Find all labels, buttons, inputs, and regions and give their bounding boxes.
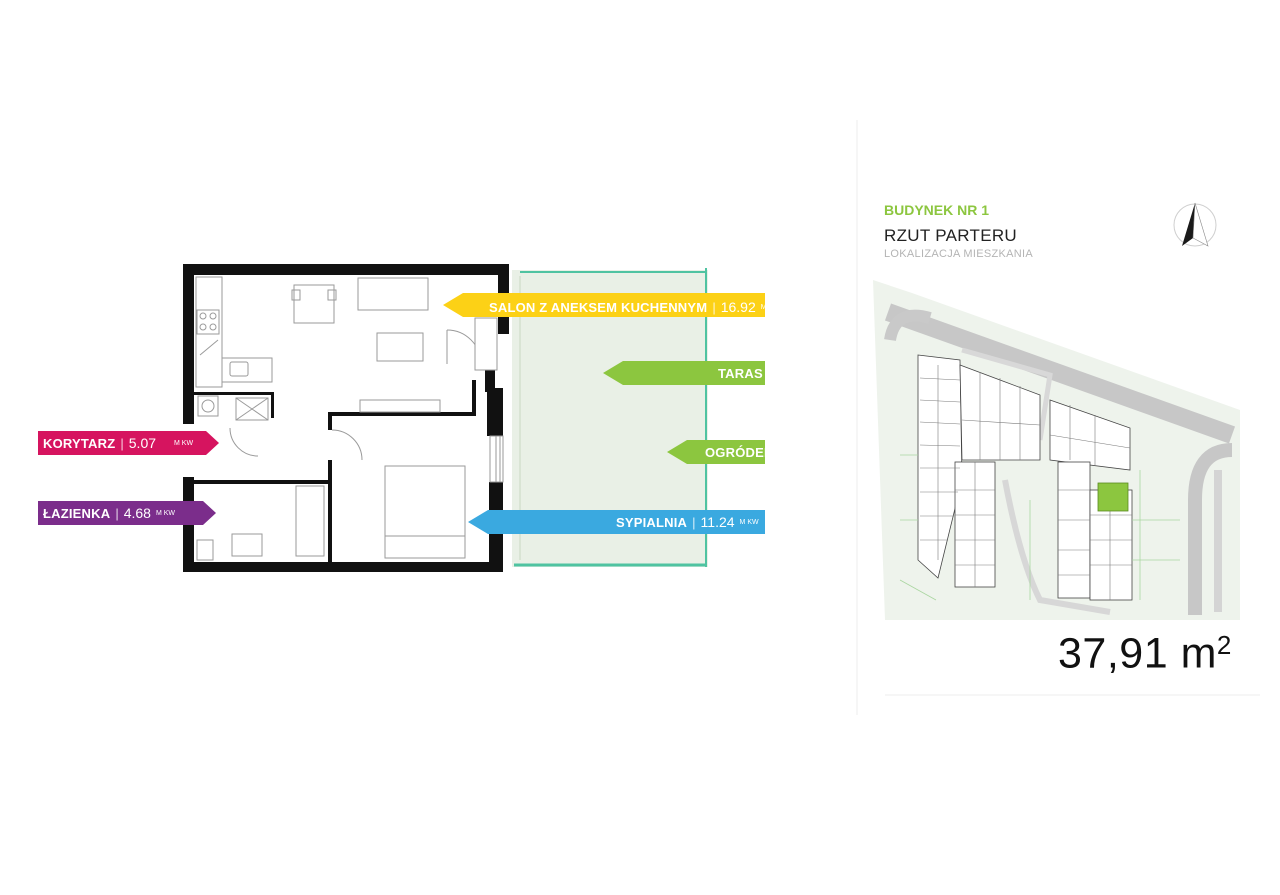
total-area: 37,91 m2 bbox=[1058, 628, 1232, 678]
korytarz-label-arrow bbox=[38, 431, 219, 455]
room-name: ŁAZIENKA bbox=[43, 505, 111, 521]
room-name: OGRÓDEK bbox=[705, 444, 774, 460]
total-area-exponent: 2 bbox=[1216, 630, 1232, 660]
area-unit: M KW bbox=[739, 518, 759, 526]
room-area: 11.24 bbox=[700, 514, 735, 530]
location-subtitle: LOKALIZACJA MIESZKANIA bbox=[884, 248, 1034, 260]
area-unit: M KW bbox=[155, 509, 176, 517]
room-label-korytarz: KORYTARZ | 5.07 M KW bbox=[43, 432, 193, 454]
ogrodek-label-arrow bbox=[667, 440, 765, 464]
total-area-unit: m bbox=[1180, 629, 1217, 678]
floor-title: RZUT PARTERU bbox=[884, 226, 1018, 245]
total-area-value: 37,91 bbox=[1058, 629, 1169, 678]
room-area: 16.92 bbox=[720, 299, 756, 315]
room-label-ogrodek: OGRÓDEK bbox=[705, 441, 774, 463]
room-label-taras: TARAS bbox=[718, 362, 763, 384]
salon-label-arrow bbox=[443, 293, 765, 317]
room-label-lazienka: ŁAZIENKA | 4.68 M KW bbox=[43, 502, 175, 524]
room-label-sypialnia: SYPIALNIA | 11.24 M KW bbox=[616, 511, 759, 533]
taras-label-arrow bbox=[603, 361, 765, 385]
area-unit: M KW bbox=[760, 303, 780, 311]
room-area: 4.68 bbox=[123, 505, 151, 521]
separator: | bbox=[120, 435, 124, 451]
interior-fixtures bbox=[195, 276, 504, 561]
room-name: SYPIALNIA bbox=[616, 514, 688, 530]
north-arrow-icon bbox=[1173, 202, 1217, 247]
separator: | bbox=[692, 514, 696, 530]
room-name: SALON Z ANEKSEM KUCHENNYM bbox=[489, 299, 708, 315]
room-name: TARAS bbox=[718, 365, 763, 381]
sypialnia-label-arrow bbox=[468, 510, 765, 534]
room-label-salon: SALON Z ANEKSEM KUCHENNYM | 16.92 M KW bbox=[489, 296, 780, 318]
room-name: KORYTARZ bbox=[43, 435, 116, 451]
room-area: 5.07 bbox=[128, 435, 157, 451]
apartment-location-highlight bbox=[1097, 482, 1129, 512]
lazienka-label-arrow bbox=[38, 501, 216, 525]
separator: | bbox=[712, 299, 716, 315]
site-plan bbox=[873, 280, 1240, 620]
area-unit: M KW bbox=[174, 439, 194, 447]
building-title: BUDYNEK NR 1 bbox=[884, 202, 990, 218]
separator: | bbox=[115, 505, 119, 521]
